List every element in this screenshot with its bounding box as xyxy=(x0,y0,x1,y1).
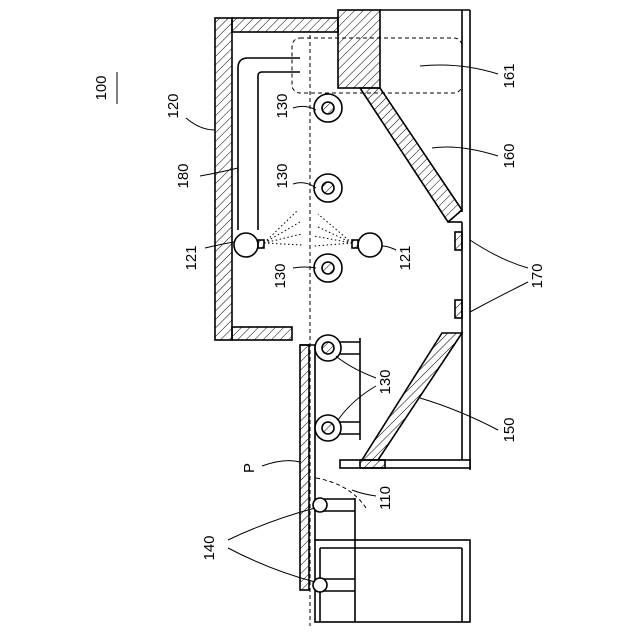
label-160: 160 xyxy=(501,143,518,168)
label-170: 170 xyxy=(529,263,546,288)
label-130-d: 130 xyxy=(377,369,394,394)
rollers-130 xyxy=(314,94,342,441)
label-100: 100 xyxy=(93,75,110,100)
label-130-c: 130 xyxy=(272,263,289,288)
label-180: 180 xyxy=(175,163,192,188)
label-110: 110 xyxy=(377,486,394,510)
nozzles-121 xyxy=(234,210,382,257)
label-121-a: 121 xyxy=(183,245,200,270)
label-130-b: 130 xyxy=(274,163,291,188)
reference-labels: 100 120 130 180 130 121 130 121 161 160 … xyxy=(93,63,546,560)
pipe-180 xyxy=(238,58,300,230)
label-140: 140 xyxy=(201,535,218,560)
label-130-a: 130 xyxy=(274,93,291,118)
sensors-170 xyxy=(455,232,462,318)
label-161: 161 xyxy=(501,63,518,88)
label-150: 150 xyxy=(501,417,518,442)
label-p: P xyxy=(241,463,258,473)
label-121-b: 121 xyxy=(397,245,414,270)
label-120: 120 xyxy=(165,93,182,118)
